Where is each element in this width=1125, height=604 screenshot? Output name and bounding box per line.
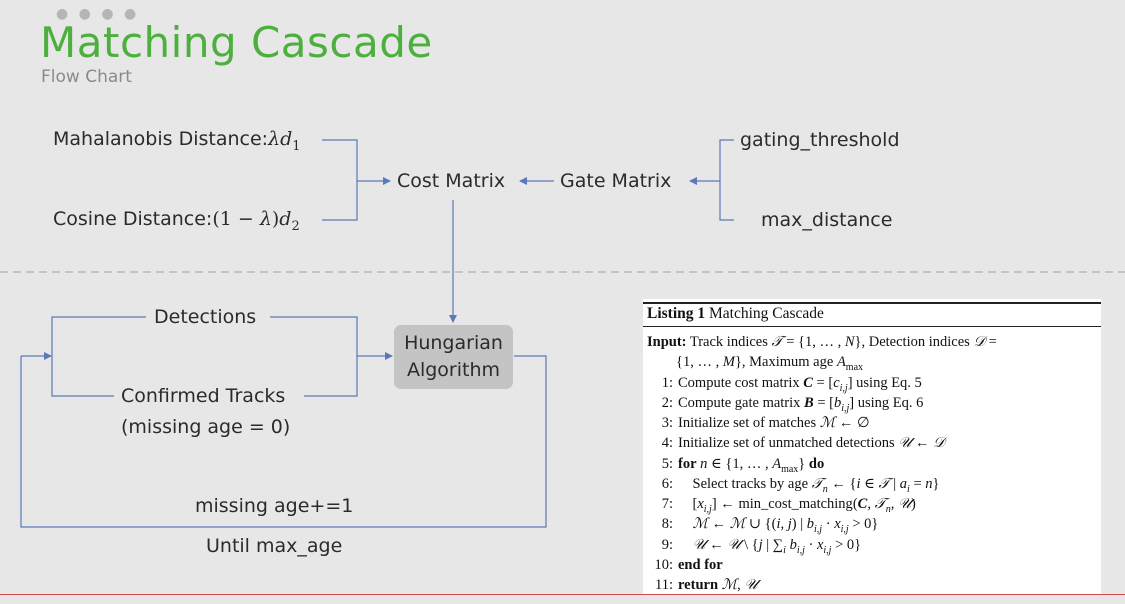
listing-caption-rule bbox=[643, 326, 1101, 327]
until-max-age-label: Until max_age bbox=[206, 535, 343, 557]
algorithm-listing: Listing 1 Matching Cascade Input: Track … bbox=[643, 299, 1101, 595]
detections-connector bbox=[51, 316, 146, 397]
slide-handle-dots: ● ● ● ● bbox=[56, 6, 140, 22]
hungarian-algorithm-node: Hungarian Algorithm bbox=[394, 325, 513, 389]
threshold-connector bbox=[719, 139, 734, 221]
listing-line-10: 10:end for bbox=[654, 557, 723, 573]
gate-matrix-node: Gate Matrix bbox=[560, 170, 672, 192]
listing-input-line-cont: {1, … , M}, Maximum age Amax bbox=[676, 354, 864, 373]
slide-subtitle: Flow Chart bbox=[41, 67, 132, 87]
listing-line-4: 4:Initialize set of unmatched detections… bbox=[661, 435, 945, 451]
feedback-loop bbox=[20, 355, 547, 528]
hungarian-line2: Algorithm bbox=[406, 359, 501, 381]
listing-line-8: 8: ℳ ← ℳ ∪ {(i, j) | bi,j · xi,j > 0} bbox=[661, 516, 879, 535]
cosine-distance-label: Cosine Distance:(1 − λ)d2 bbox=[53, 208, 300, 234]
bottom-edge-line bbox=[0, 594, 1125, 595]
listing-line-6: 6: Select tracks by age 𝒯n ← {i ∈ 𝒯 | ai… bbox=[661, 476, 940, 495]
listing-line-9: 9: 𝒰 ← 𝒰 \ {j | ∑i bi,j · xi,j > 0} bbox=[661, 537, 862, 556]
missing-age-zero-label: (missing age = 0) bbox=[121, 416, 291, 438]
hungarian-line1: Hungarian bbox=[404, 332, 503, 354]
listing-top-rule bbox=[643, 302, 1101, 304]
confirmed-tracks-node: Confirmed Tracks bbox=[121, 385, 286, 407]
cost-matrix-node: Cost Matrix bbox=[397, 170, 506, 192]
detections-node: Detections bbox=[154, 306, 257, 328]
listing-line-5: 5:for n ∈ {1, … , Amax} do bbox=[661, 456, 825, 475]
mahalanobis-distance-label: Mahalanobis Distance:λd1 bbox=[53, 128, 301, 154]
listing-input-line: Input: Track indices 𝒯 = {1, … , N}, Det… bbox=[647, 334, 997, 350]
listing-line-3: 3:Initialize set of matches ℳ ← ∅ bbox=[661, 415, 870, 431]
listing-line-11: 11:return ℳ, 𝒰 bbox=[655, 577, 758, 593]
listing-line-2: 2:Compute gate matrix B = [bi,j] using E… bbox=[661, 395, 924, 414]
missing-age-increment-label: missing age+=1 bbox=[195, 495, 354, 517]
listing-caption: Listing 1 Matching Cascade bbox=[647, 305, 824, 322]
max-distance-label: max_distance bbox=[761, 209, 893, 231]
slide-title: Matching Cascade bbox=[40, 18, 433, 67]
gating-threshold-label: gating_threshold bbox=[740, 129, 900, 151]
listing-line-1: 1:Compute cost matrix C = [ci,j] using E… bbox=[661, 375, 922, 394]
mahalanobis-connector bbox=[322, 139, 358, 221]
listing-line-7: 7: [xi,j] ← min_cost_matching(C, 𝒯n, 𝒰) bbox=[661, 496, 916, 515]
